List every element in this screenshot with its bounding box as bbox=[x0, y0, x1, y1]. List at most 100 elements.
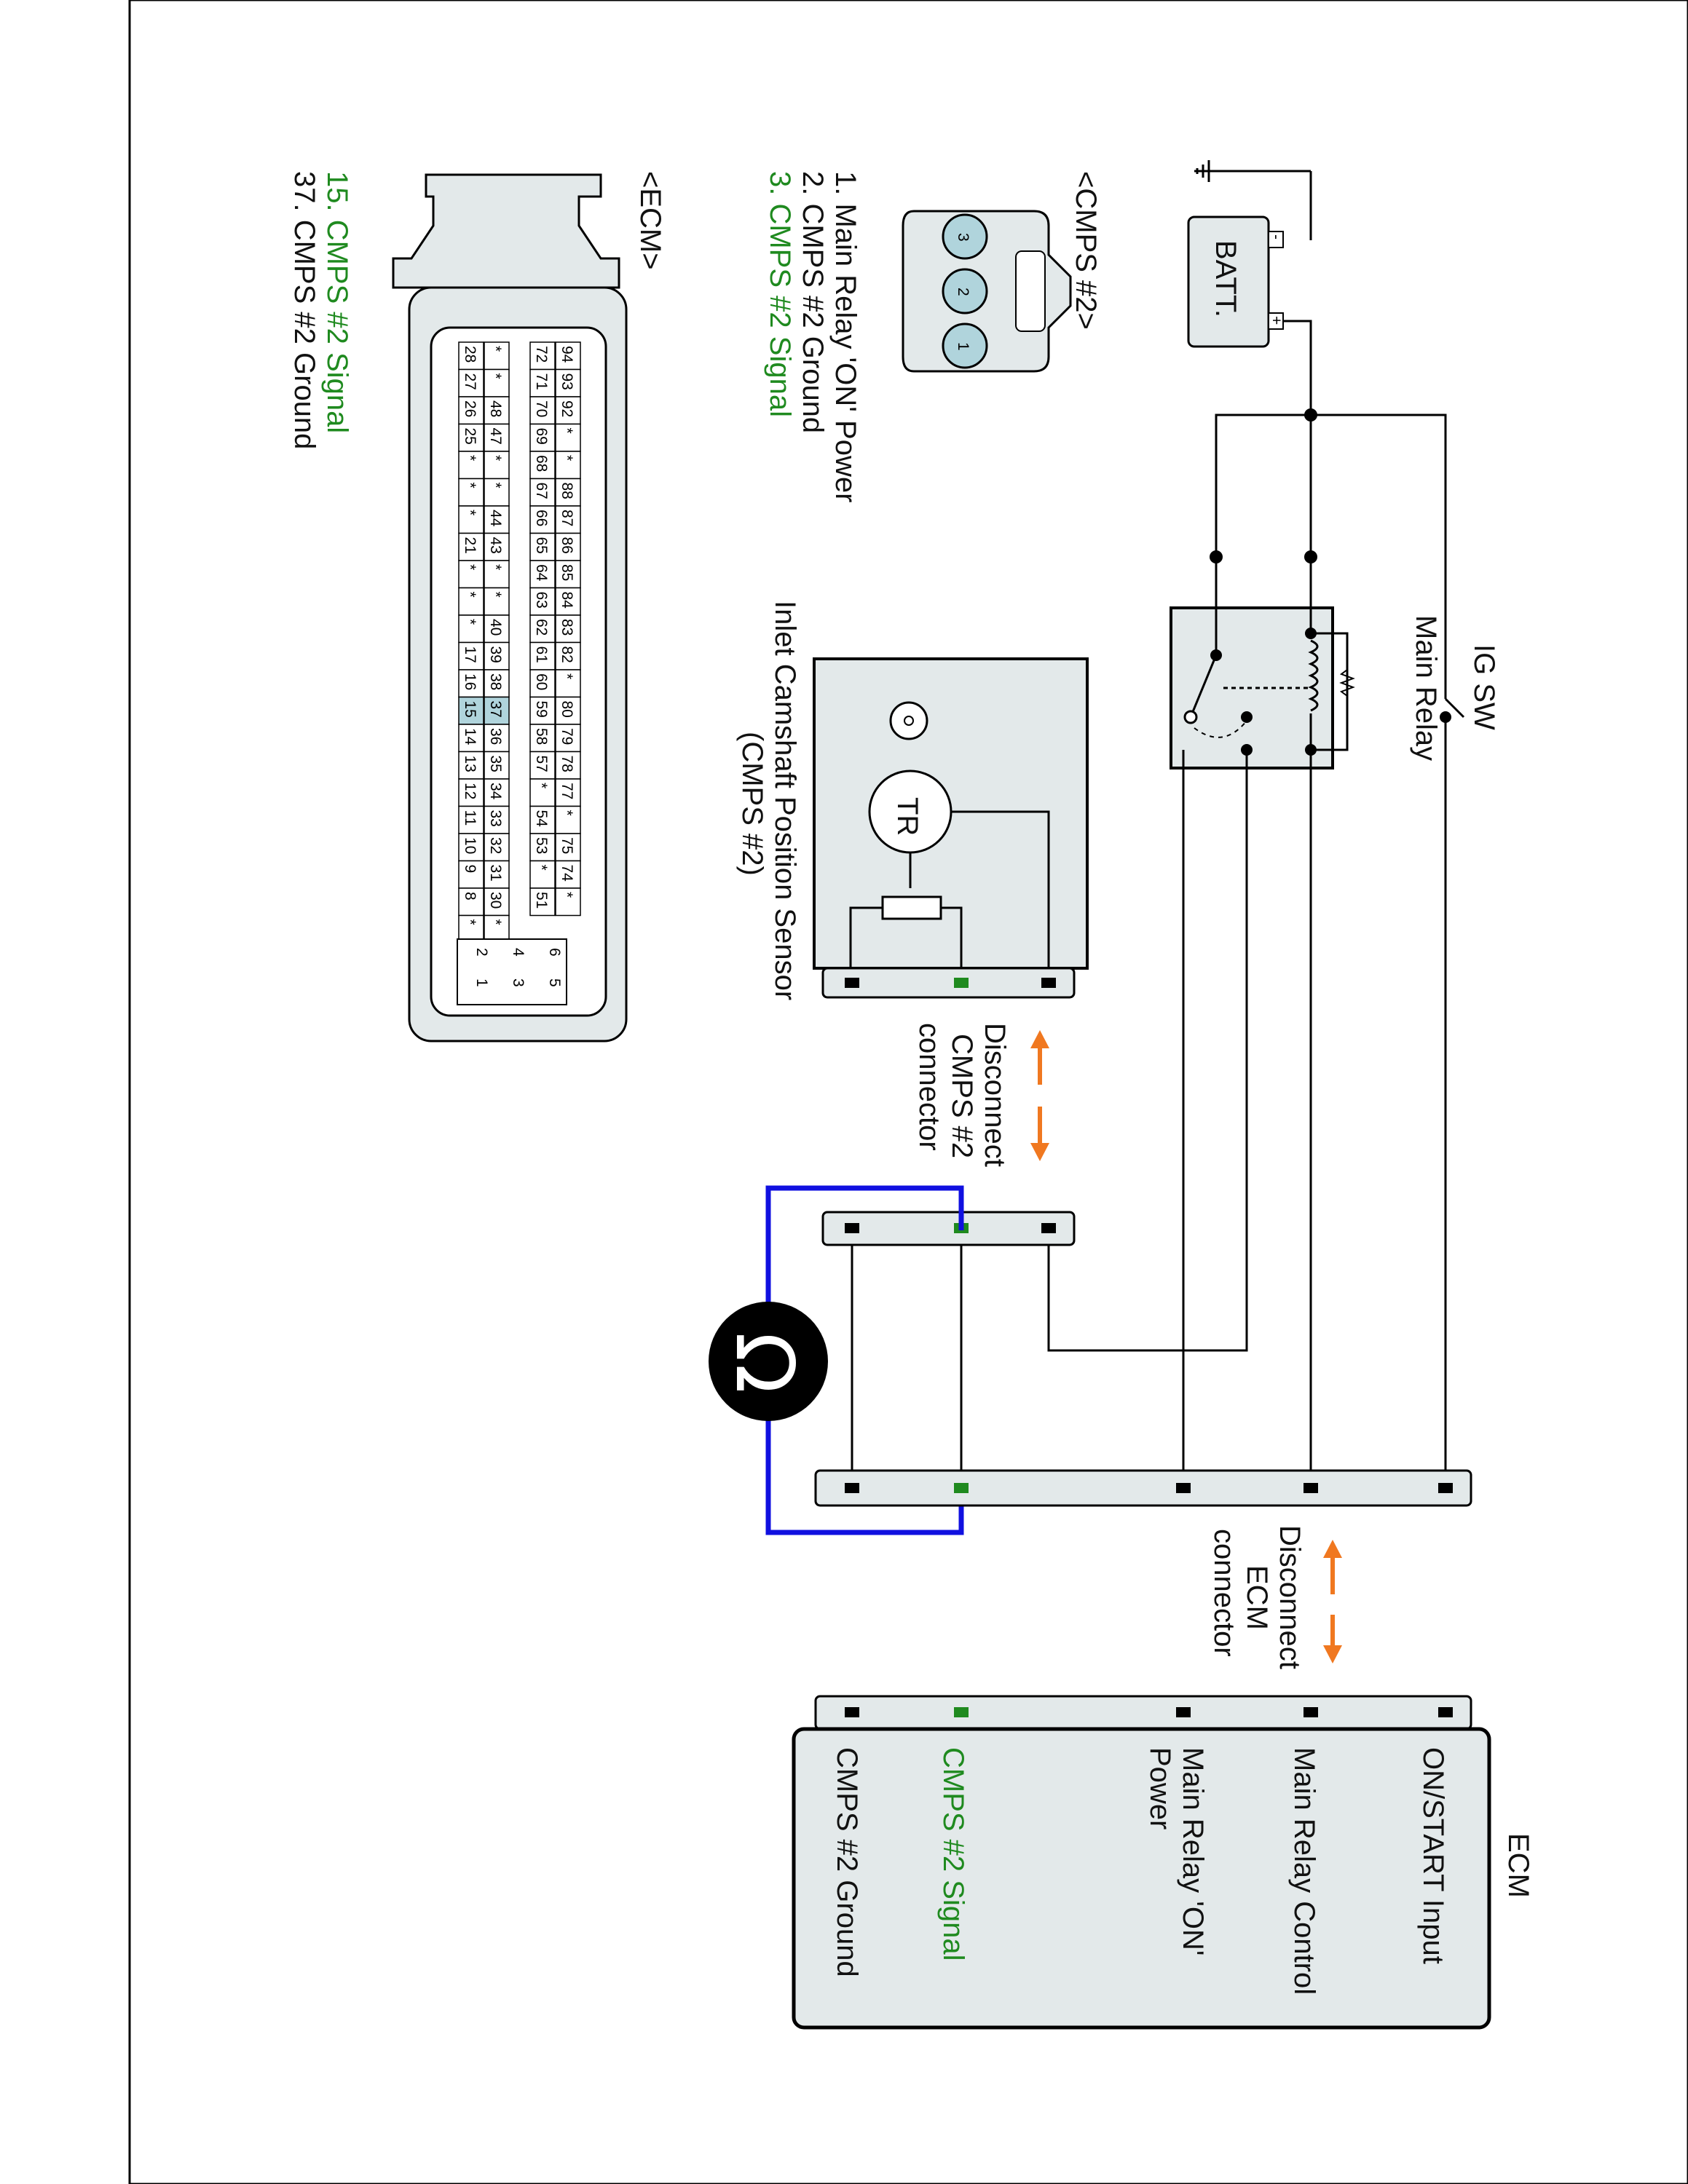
ecm-pin-label: 87 bbox=[559, 510, 575, 526]
ig-sw-text: IG SW bbox=[1468, 644, 1500, 730]
svg-text:-: - bbox=[1268, 234, 1285, 240]
ecm-pin-label: 92 bbox=[559, 400, 575, 417]
ecm-pin-cell bbox=[484, 669, 510, 698]
ecm-pin-label: 64 bbox=[533, 564, 550, 582]
ecm-pin-cell bbox=[458, 751, 484, 780]
ig-switch-group: IG SW bbox=[1440, 644, 1500, 1481]
ecm-pin-label: 37 bbox=[487, 701, 504, 718]
ecm-pin-label: 68 bbox=[533, 455, 550, 472]
ecm-pin-cell bbox=[529, 641, 556, 670]
ecm-pin-cell bbox=[484, 505, 510, 534]
ecm-pin-label: 82 bbox=[559, 646, 575, 663]
ecm-pin-cell bbox=[484, 423, 510, 452]
ecm-pin-label: 15 bbox=[462, 701, 478, 718]
ecm-pin-label: 74 bbox=[559, 865, 575, 882]
ecm-small-pin-label: 1 bbox=[473, 978, 490, 987]
ecm-pin-cell bbox=[555, 641, 581, 670]
ecm-pin-cell bbox=[529, 614, 556, 644]
ecm-pin-label: 61 bbox=[533, 646, 550, 663]
ecm-pin-label: 9 bbox=[462, 865, 478, 874]
ecm-pin-cell bbox=[529, 423, 556, 452]
tr-text: TR bbox=[891, 797, 923, 836]
svg-text:1: 1 bbox=[955, 342, 971, 351]
ecm-pin-cell bbox=[484, 724, 510, 753]
ecm-pin-cell bbox=[555, 751, 581, 780]
ecm-pin-cell bbox=[529, 724, 556, 753]
ecm-pin-cell bbox=[458, 805, 484, 834]
ecm-pin-label: 26 bbox=[462, 400, 478, 417]
ecm-pin-cell bbox=[555, 505, 581, 534]
ecm-title: ECM bbox=[1502, 1833, 1534, 1898]
ecm-pin-label: * bbox=[487, 346, 504, 352]
ecm-pin-label: 93 bbox=[559, 373, 575, 390]
ecm-pin-grid: 949392**88878685848382*80797877*7574*727… bbox=[458, 341, 581, 943]
ecm-pin-label: * bbox=[462, 919, 478, 925]
ecm-pin-cell bbox=[529, 751, 556, 780]
svg-text:2: 2 bbox=[955, 288, 971, 296]
ecm-small-pin-label: 3 bbox=[510, 978, 526, 987]
ecm-pin-cell bbox=[555, 368, 581, 397]
ecm-pin-label: 8 bbox=[462, 892, 478, 901]
ecm-pin-cell bbox=[555, 451, 581, 480]
ecm-pin-cell bbox=[458, 860, 484, 889]
ecm-pin-label: 35 bbox=[487, 756, 504, 772]
ecm-pin-label: * bbox=[533, 783, 550, 788]
ecm-pin-list-2: 37. CMPS #2 Ground bbox=[288, 171, 320, 449]
ecm-pin-cell bbox=[529, 587, 556, 616]
ecm-pin-label: 34 bbox=[487, 783, 504, 800]
ecm-pin-cell bbox=[484, 696, 510, 725]
ecm-pin-label: * bbox=[462, 619, 478, 625]
ecm-pin-cell bbox=[458, 341, 484, 371]
ecm-pin-label: 16 bbox=[462, 673, 478, 690]
ecm-pin-cell bbox=[529, 451, 556, 480]
ecm-pin-label: 44 bbox=[487, 510, 504, 527]
ecm-pin-cell bbox=[529, 505, 556, 534]
ecm-pin-label: 30 bbox=[487, 892, 504, 909]
ecm-pin-label: 94 bbox=[559, 346, 575, 363]
ecm-pin-label: * bbox=[559, 673, 575, 679]
ecm-pin-label: * bbox=[462, 483, 478, 488]
cmps-connector-view: <CMPS #2> 3 2 1 1. Main Relay 'ON' Power… bbox=[764, 171, 1102, 502]
ecm-pin-label: 83 bbox=[559, 619, 575, 636]
svg-text:CMPS #2: CMPS #2 bbox=[946, 1034, 978, 1158]
ecm-pin-label: 62 bbox=[533, 619, 550, 636]
ecm-pin-label: 65 bbox=[533, 537, 550, 554]
ecm-pin-cell bbox=[555, 860, 581, 889]
ecm-pin-list-1: 15. CMPS #2 Signal bbox=[321, 171, 353, 433]
ecm-pin-cell bbox=[555, 805, 581, 834]
ecm-terminal-cmps-signal: CMPS #2 Signal bbox=[937, 1747, 969, 1961]
ecm-pin-label: * bbox=[487, 592, 504, 598]
cmps-pin-list-1: 1. Main Relay 'ON' Power bbox=[829, 171, 861, 502]
ecm-pin-label: * bbox=[487, 919, 504, 925]
ecm-pin-label: 10 bbox=[462, 837, 478, 854]
ecm-pin-label: 43 bbox=[487, 537, 504, 554]
ecm-pin-label: 39 bbox=[487, 646, 504, 663]
ecm-pin-label: * bbox=[462, 564, 478, 570]
ecm-pin-label: 33 bbox=[487, 810, 504, 827]
ecm-pin-cell bbox=[458, 778, 484, 807]
page-frame bbox=[128, 0, 1688, 2184]
ecm-terminal-on-start: ON/START Input bbox=[1417, 1747, 1449, 1964]
ecm-pin-label: 80 bbox=[559, 701, 575, 718]
ecm-pin-label: 72 bbox=[533, 346, 550, 363]
ecm-pin-cell bbox=[484, 641, 510, 670]
ecm-small-pin-label: 4 bbox=[510, 948, 526, 957]
ecm-pin-cell bbox=[529, 860, 556, 889]
ecm-pin-cell bbox=[529, 833, 556, 862]
ecm-pin-label: 38 bbox=[487, 673, 504, 690]
main-relay-group: Main Relay bbox=[1170, 557, 1442, 769]
ecm-pin-label: 88 bbox=[559, 483, 575, 499]
cmps-harness-group bbox=[821, 1211, 1076, 1481]
sensor-text-2: (CMPS #2) bbox=[736, 732, 768, 876]
svg-text:Disconnect: Disconnect bbox=[1274, 1525, 1306, 1669]
ecm-pin-cell bbox=[484, 887, 510, 917]
ecm-pin-label: 59 bbox=[533, 701, 550, 718]
ecm-pin-label: 54 bbox=[533, 810, 550, 828]
ecm-pin-label: * bbox=[559, 455, 575, 461]
ecm-pin-label: * bbox=[487, 564, 504, 570]
ecm-pin-label: * bbox=[462, 510, 478, 515]
ecm-pin-cell bbox=[529, 341, 556, 371]
ecm-pin-label: 67 bbox=[533, 483, 550, 499]
ecm-terminal-relay-control: Main Relay Control bbox=[1288, 1747, 1320, 1995]
